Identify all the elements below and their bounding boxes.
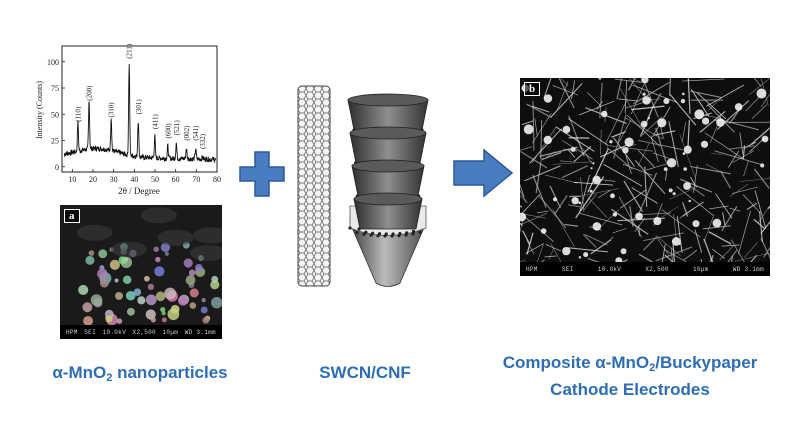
xrd-peak-label: (110)	[74, 106, 82, 122]
xrd-peak-label: (600)	[164, 123, 172, 139]
xrd-peak-label: (301)	[135, 99, 143, 115]
caption-mno2-nanoparticles: α-MnO2 nanoparticles	[52, 363, 228, 384]
xrd-peak-label: (310)	[108, 102, 116, 118]
xrd-y-tick-label: 25	[51, 137, 59, 146]
carbon-nanofiber	[347, 93, 429, 287]
xrd-x-tick-label: 10	[68, 175, 76, 184]
xrd-x-ticks: 10 20 30 40 50 60 70 80	[68, 169, 221, 184]
xrd-x-tick-label: 30	[110, 175, 118, 184]
single-wall-nanotube	[297, 85, 331, 287]
xrd-x-tick-label: 80	[213, 175, 221, 184]
nanotube-illustration	[297, 85, 429, 287]
xrd-peak-label: (411)	[151, 114, 159, 130]
xrd-peak-label: (541)	[192, 125, 200, 141]
xrd-x-tick-label: 70	[192, 175, 200, 184]
xrd-y-tick-label: 75	[51, 84, 59, 93]
xrd-peak-label: (332)	[199, 133, 207, 149]
xrd-y-tick-label: 100	[47, 58, 59, 67]
arrow-right-icon	[453, 148, 514, 198]
caption-composite-electrodes: Composite α-MnO2/Buckypaper Cathode Elec…	[502, 353, 758, 399]
xrd-y-label: Intensity (Counts)	[35, 81, 44, 139]
xrd-y-ticks: 0 25 50 75 100	[47, 58, 65, 172]
xrd-x-tick-label: 50	[151, 175, 159, 184]
sem-b-label: b	[524, 82, 541, 96]
xrd-peak-label: (211)	[126, 43, 134, 59]
sem-a-label: a	[64, 209, 80, 223]
xrd-y-tick-label: 0	[55, 163, 59, 172]
xrd-peak-labels: (110) (200) (310) (211) (301) (411) (600)(521)…	[74, 43, 207, 149]
xrd-y-tick-label: 50	[51, 110, 59, 119]
plus-icon	[239, 151, 285, 197]
xrd-peak-label: (521)	[173, 120, 181, 136]
xrd-x-label: 2θ / Degree	[118, 186, 160, 196]
xrd-peak-label: (002)	[183, 125, 191, 141]
xrd-peak-label: (200)	[86, 85, 94, 101]
caption-swcn-cnf: SWCN/CNF	[319, 363, 411, 382]
xrd-plot: 0 25 50 75 100 10 20 30 40 50 60 70 80 (110) (200) (3…	[35, 43, 221, 196]
xrd-x-tick-label: 40	[130, 175, 138, 184]
xrd-curve	[63, 64, 217, 164]
xrd-x-tick-label: 20	[89, 175, 97, 184]
xrd-x-tick-label: 60	[172, 175, 180, 184]
